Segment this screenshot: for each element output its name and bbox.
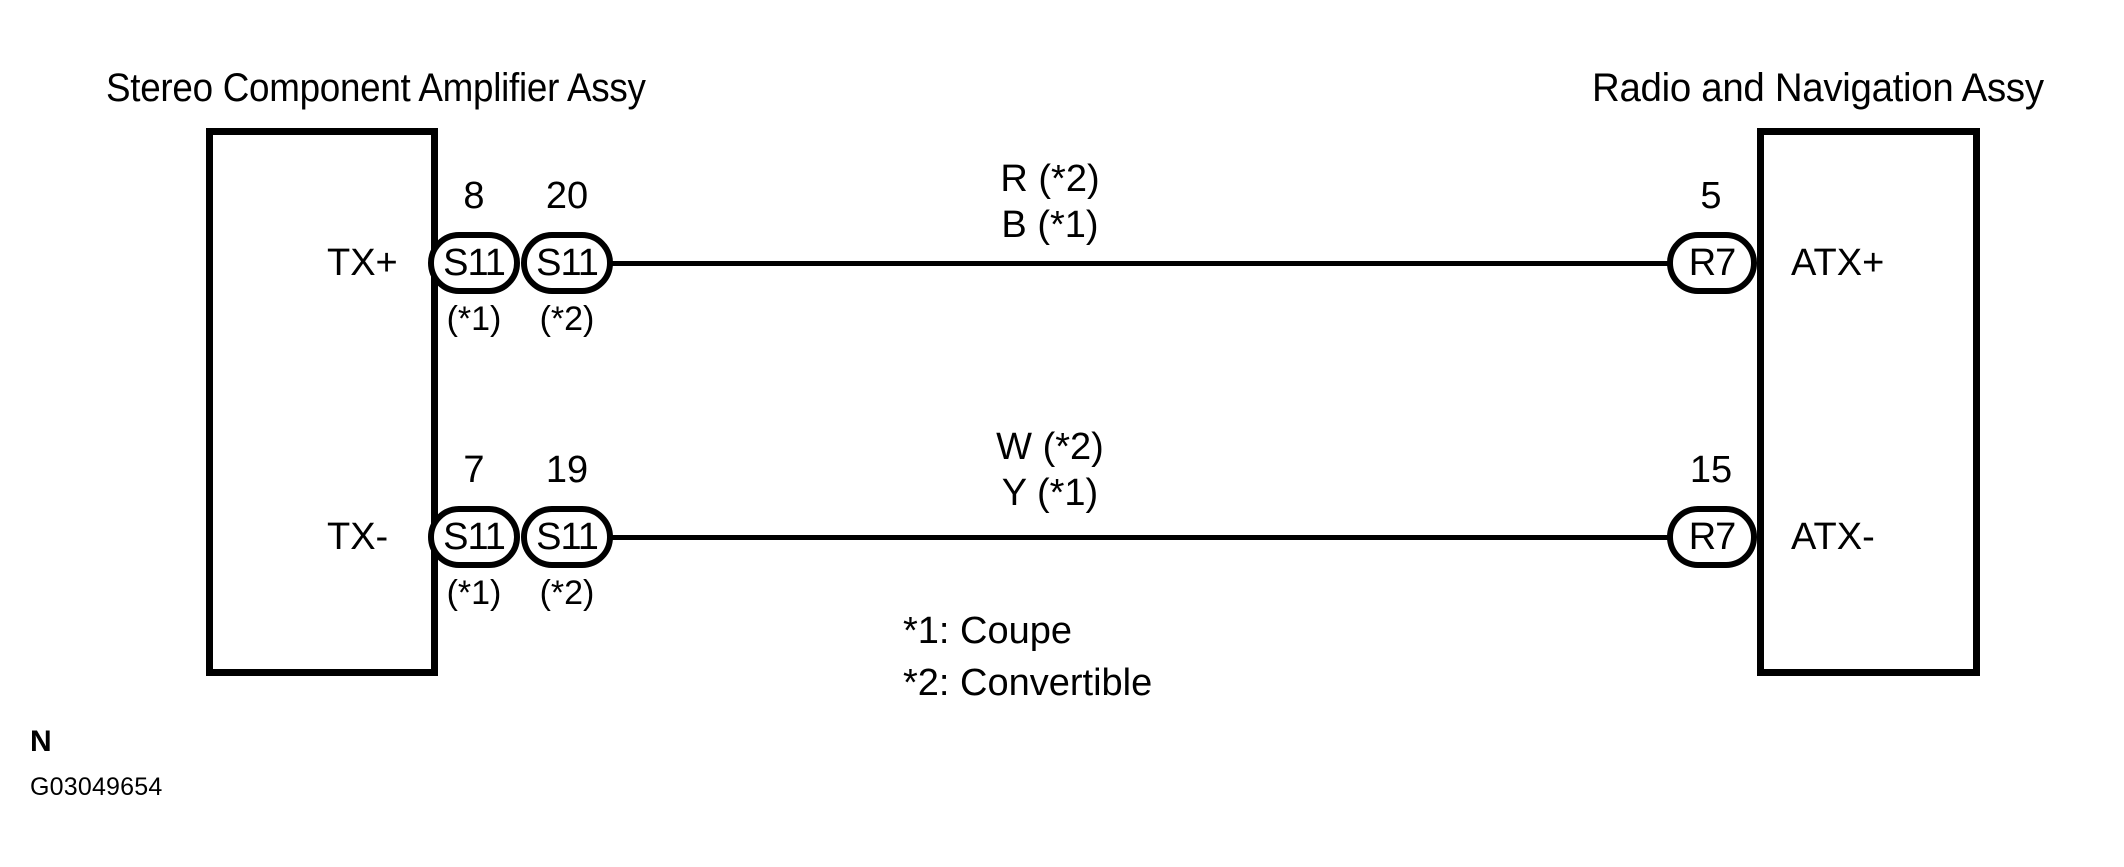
connector-code: S11 [443,242,506,284]
pin-number-bottom-right: 15 [1689,449,1733,491]
connector-oval-bottom-left-1[interactable]: S11 [428,506,520,568]
connector-note-bottom-left-2: (*2) [539,574,595,612]
wire-color-label-bottom-2: Y (*1) [1001,472,1099,514]
terminal-name-atx-minus: ATX- [1791,516,1875,558]
connector-oval-bottom-right[interactable]: R7 [1667,506,1757,568]
connector-code: S11 [536,516,599,558]
connector-note-top-left-1: (*1) [446,300,502,338]
left-component-box [206,128,438,676]
terminal-name-tx-minus: TX- [327,516,389,558]
pin-number-top-left-2: 20 [545,175,589,217]
pin-number-bottom-left-1: 7 [463,449,485,491]
footer-figure-code: G03049654 [30,773,163,801]
right-component-box [1757,128,1980,676]
legend: *1: Coupe *2: Convertible [903,605,1152,709]
wire-bottom [608,535,1676,540]
pin-number-top-right: 5 [1700,175,1722,217]
terminal-name-atx-plus: ATX+ [1791,242,1885,284]
legend-item-2: *2: Convertible [903,662,1153,704]
connector-oval-top-left-1[interactable]: S11 [428,232,520,294]
connector-note-bottom-left-1: (*1) [446,574,502,612]
connector-oval-bottom-left-2[interactable]: S11 [521,506,613,568]
terminal-name-tx-plus: TX+ [327,242,398,284]
pin-number-top-left-1: 8 [463,175,485,217]
right-component-title: Radio and Navigation Assy [1592,66,2044,110]
connector-code: S11 [536,242,599,284]
pin-number-bottom-left-2: 19 [545,449,589,491]
connector-code: S11 [443,516,506,558]
footer-letter: N [30,725,52,758]
wire-color-label-top-1: R (*2) [1000,158,1100,200]
connector-note-top-left-2: (*2) [539,300,595,338]
connector-oval-top-right[interactable]: R7 [1667,232,1757,294]
connector-code: R7 [1688,516,1737,558]
wire-top [608,261,1676,266]
connector-code: R7 [1688,242,1737,284]
wire-color-label-bottom-1: W (*2) [996,426,1104,468]
legend-item-1: *1: Coupe [903,610,1073,652]
connector-oval-top-left-2[interactable]: S11 [521,232,613,294]
left-component-title: Stereo Component Amplifier Assy [106,66,646,110]
wire-color-label-top-2: B (*1) [1001,204,1099,246]
